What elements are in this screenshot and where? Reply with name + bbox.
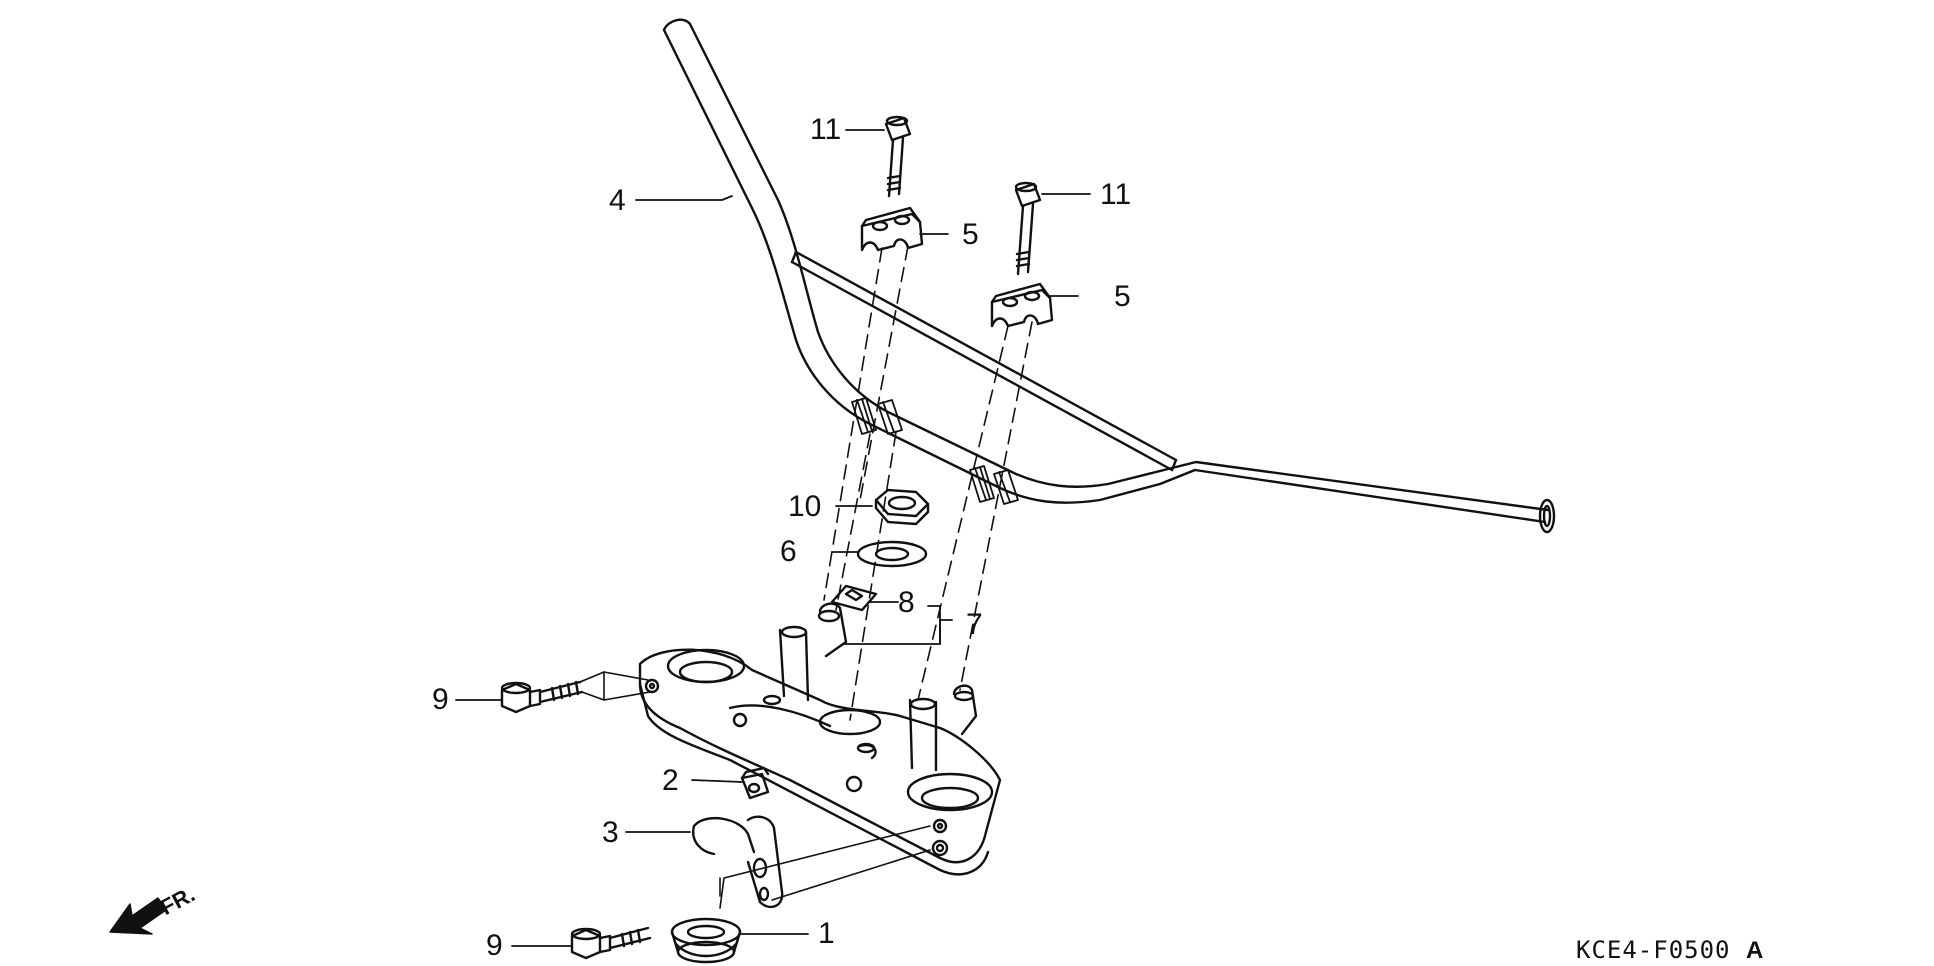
callout-part-11: 11 [810,113,842,146]
callout-part-9: 9 [486,929,503,962]
clip-nut [740,766,770,800]
pinch-bolt-upper [500,680,584,714]
callout-part-5: 5 [1114,280,1131,313]
callout-part-5: 5 [962,218,979,251]
callout-part-7: 7 [966,608,983,641]
upper-holder-left [860,206,924,252]
handlebar [662,18,1556,534]
callout-part-6: 6 [780,535,797,568]
holder-bolt-left [884,115,912,198]
cable-guide [692,815,784,909]
callout-part-1: 1 [818,917,835,950]
callout-part-11: 11 [1100,178,1132,211]
callout-part-9: 9 [432,683,449,716]
pinch-bolt-leaders [579,671,931,909]
stem-nut [874,488,930,526]
assembly-lines [823,245,1033,721]
front-direction-arrow [109,897,167,935]
callout-part-4: 4 [609,184,626,217]
callout-part-8: 8 [898,586,915,619]
catalog-code: KCE4-F0500 A [1576,936,1764,965]
top-bridge [638,602,1002,876]
catalog-code-suffix: A [1745,937,1765,964]
callout-leaders [455,129,1091,947]
holder-bolt-right [1014,181,1042,276]
pinch-bolt-lower [570,926,652,960]
rubber-bushing [670,917,742,964]
stem-washer [856,540,928,568]
upper-holder-right [990,282,1054,328]
callout-part-3: 3 [602,816,619,849]
lock-plate [830,584,878,612]
catalog-code-number: KCE4-F0500 [1576,936,1731,964]
callout-part-2: 2 [662,764,679,797]
callout-part-10: 10 [788,490,822,523]
